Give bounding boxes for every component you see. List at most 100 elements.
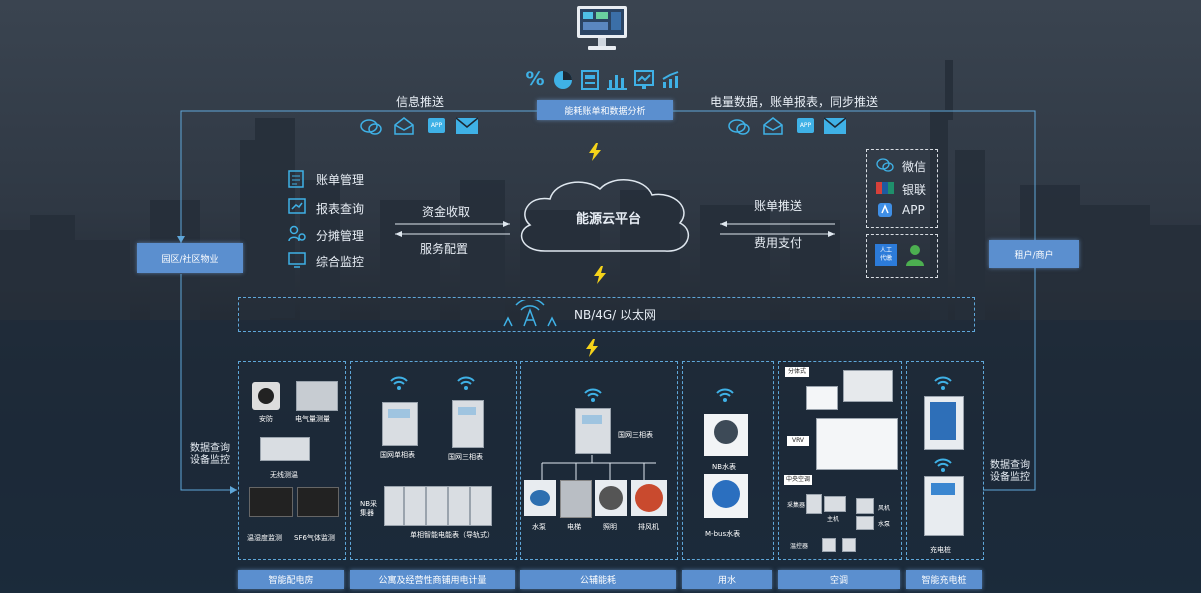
section-title-apartment[interactable]: 公寓及经营性商铺用电计量 [350, 570, 515, 589]
document-chart-icon [581, 70, 599, 90]
device-label: NB采集器 [360, 500, 378, 517]
percent-icon: % [525, 68, 545, 90]
app-icon: APP [428, 118, 445, 133]
three-phase-meter [452, 400, 484, 448]
bill-icon [288, 170, 304, 188]
mail-open-icon [763, 117, 783, 135]
section-title-aircon[interactable]: 空调 [778, 570, 900, 589]
water-pump-device [524, 480, 556, 516]
menu-item-report[interactable]: 报表查询 [316, 202, 365, 216]
network-label: NB/4G/ 以太网 [574, 308, 657, 322]
meter-cabinet-device [296, 381, 338, 411]
line-chart-icon [634, 70, 654, 89]
split-ac-collector [806, 386, 838, 410]
mbus-water-meter [704, 474, 748, 518]
left-query-label: 数据查询 设备监控 [190, 443, 230, 466]
mail-open-icon [394, 117, 414, 135]
wechat-icon [876, 158, 894, 172]
section-box-public [520, 361, 678, 560]
antenna-icon [503, 300, 557, 327]
network-bar [238, 297, 975, 332]
wifi-icon [584, 388, 602, 402]
device-label: SF6气体监测 [294, 534, 335, 542]
split-type-tag: 分体式 [785, 367, 809, 377]
analysis-icons: % [524, 68, 684, 90]
section-box-charging [906, 361, 984, 560]
section-box-aircon [778, 361, 902, 560]
report-icon [288, 198, 306, 214]
right-channel-icons: APP [728, 116, 848, 136]
central-ac-pump [856, 516, 874, 530]
cloud-platform-label: 能源云平台 [576, 212, 642, 227]
section-title-water[interactable]: 用水 [682, 570, 772, 589]
din-rail-meter [470, 486, 492, 526]
din-rail-meter [426, 486, 448, 526]
device-label: 温控器 [790, 543, 809, 550]
device-label: 水泵 [878, 521, 891, 528]
section-box-distribution [238, 361, 346, 560]
section-title-distribution[interactable]: 智能配电房 [238, 570, 344, 589]
section-title-charging[interactable]: 智能充电桩 [906, 570, 982, 589]
central-ac-tag: 中央空调 [784, 475, 812, 485]
monitor-small-icon [288, 252, 306, 268]
device-label: 温湿度监测 [247, 534, 282, 542]
device-label: 无线测温 [270, 471, 298, 479]
thermostat-device [822, 538, 836, 552]
charging-cabinet [924, 396, 964, 450]
envelope-icon [456, 117, 478, 134]
menu-item-bill[interactable]: 账单管理 [316, 173, 365, 187]
data-push-label: 电量数据，账单报表，同步推送 [710, 95, 879, 109]
payment-unionpay[interactable]: 银联 [902, 183, 927, 197]
device-label: 单相智能电能表（导轨式） [410, 531, 494, 539]
device-label: 采集器 [787, 502, 806, 509]
device-label: M-bus水表 [705, 530, 741, 538]
device-label: 国网三相表 [618, 431, 653, 439]
manual-payment-icon: 人工 代缴 [875, 244, 897, 266]
din-rail-meter [448, 486, 470, 526]
device-label: 电梯 [567, 523, 581, 531]
payment-app[interactable]: APP [902, 203, 925, 217]
person-icon [906, 245, 924, 266]
wifi-icon [457, 376, 475, 390]
envelope-icon [824, 117, 846, 134]
device-label: 国网三相表 [448, 453, 483, 461]
exhaust-fan-device [631, 480, 667, 516]
device-label: 充电桩 [930, 546, 951, 554]
charging-pile [924, 476, 964, 536]
info-push-label: 信息推送 [396, 95, 445, 109]
device-label: 水泵 [532, 523, 546, 531]
section-title-public[interactable]: 公辅能耗 [520, 570, 676, 589]
thermostat-device [842, 538, 856, 552]
property-node[interactable]: 园区/社区物业 [137, 243, 243, 273]
device-label: 主机 [827, 516, 840, 523]
menu-item-allocation[interactable]: 分摊管理 [316, 229, 365, 243]
wifi-icon [934, 376, 952, 390]
flow-fee-payment: 费用支付 [754, 236, 803, 250]
flow-service-config: 服务配置 [420, 242, 469, 256]
lighting-device [595, 480, 627, 516]
analysis-button[interactable]: 能耗账单和数据分析 [537, 100, 673, 120]
bar-chart-icon [607, 75, 627, 90]
left-channel-icons: APP [360, 116, 480, 136]
wifi-icon [390, 376, 408, 390]
device-label: 国网单相表 [380, 451, 415, 459]
device-label: 排风机 [638, 523, 659, 531]
elevator-device [560, 480, 592, 518]
app-icon: APP [797, 118, 814, 133]
chat-icon [360, 119, 382, 135]
tenant-node[interactable]: 租户/商户 [989, 240, 1079, 268]
central-ac-collector [806, 494, 822, 514]
chat-icon [728, 119, 750, 135]
payment-options-box [866, 149, 938, 228]
payment-wechat[interactable]: 微信 [902, 160, 927, 174]
tree-connector [541, 455, 656, 480]
unionpay-icon [876, 182, 894, 194]
device-label: 风机 [878, 505, 891, 512]
cloud-shape [520, 179, 690, 252]
device-label: NB水表 [712, 463, 737, 471]
management-menu: 账单管理 报表查询 分摊管理 综合监控 [288, 168, 398, 278]
menu-item-monitor[interactable]: 综合监控 [316, 255, 365, 269]
growth-chart-icon [662, 71, 679, 88]
